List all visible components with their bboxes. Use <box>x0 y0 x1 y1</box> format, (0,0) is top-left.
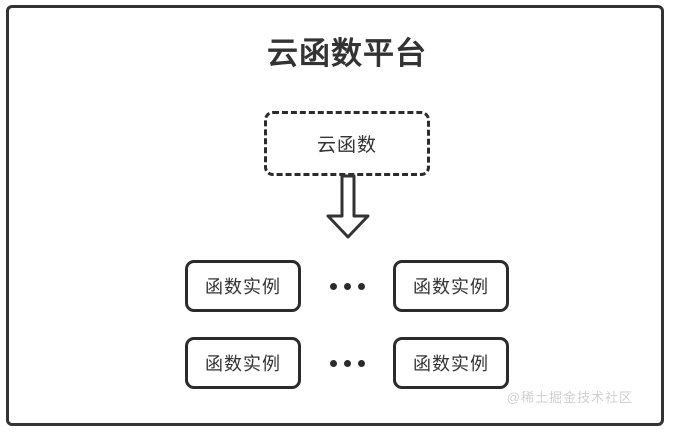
instance-row-1: 函数实例 函数实例 <box>9 260 676 312</box>
cloud-function-label: 云函数 <box>316 135 377 156</box>
ellipsis-dot <box>357 359 365 367</box>
page-title: 云函数平台 <box>267 36 427 71</box>
function-instance-label: 函数实例 <box>413 354 489 374</box>
function-instance-label: 函数实例 <box>205 354 281 374</box>
function-instance-box: 函数实例 <box>185 260 301 312</box>
cloud-function-platform-container: 云函数平台 云函数 函数实例 函数实例 函数实例 <box>6 5 664 426</box>
function-instance-box: 函数实例 <box>185 337 301 389</box>
down-block-arrow-icon <box>324 174 372 240</box>
function-instance-box: 函数实例 <box>393 260 509 312</box>
ellipsis-dot <box>329 282 337 290</box>
ellipsis-dot <box>357 282 365 290</box>
function-instance-label: 函数实例 <box>205 277 281 297</box>
watermark: @稀土掘金技术社区 <box>506 390 633 405</box>
cloud-function-node: 云函数 <box>264 111 430 176</box>
function-instance-box: 函数实例 <box>393 337 509 389</box>
function-instance-label: 函数实例 <box>413 277 489 297</box>
ellipsis-dot <box>343 359 351 367</box>
ellipsis-icon <box>301 260 393 312</box>
ellipsis-dot <box>329 359 337 367</box>
ellipsis-icon <box>301 337 393 389</box>
instance-row-2: 函数实例 函数实例 <box>9 337 676 389</box>
ellipsis-dot <box>343 282 351 290</box>
